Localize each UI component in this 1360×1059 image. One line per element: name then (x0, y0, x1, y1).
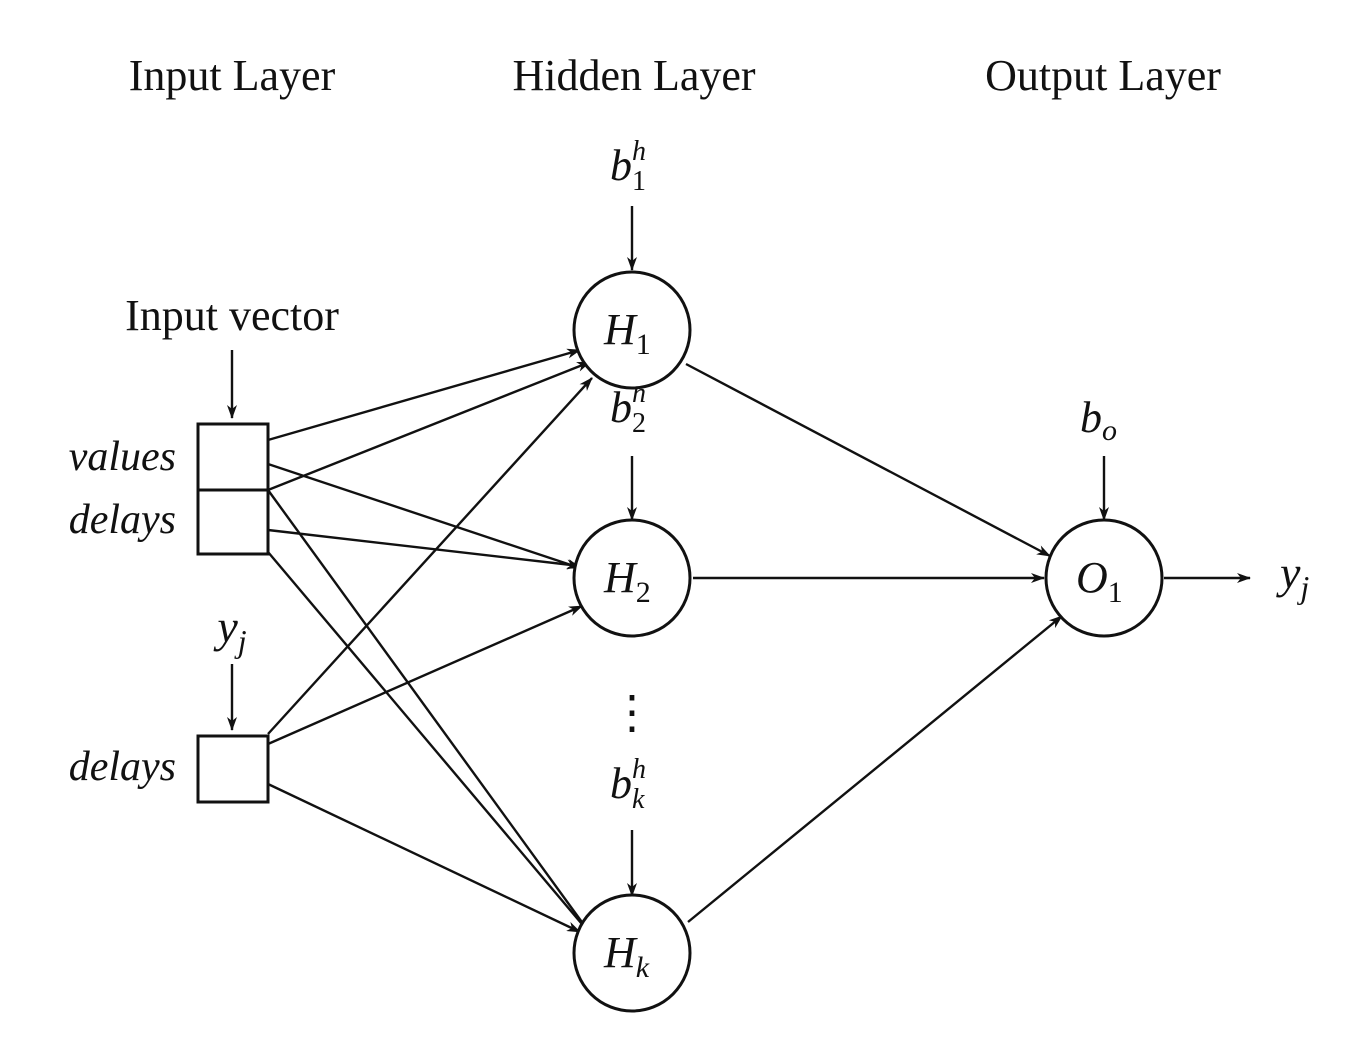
hidden-node-h2-circle (572, 518, 692, 638)
hidden-node-hk-label: Hk (603, 928, 650, 984)
edge-delays-hk-1 (267, 489, 593, 937)
hk-sub: k (636, 951, 650, 984)
output-node-o1-circle (1044, 518, 1164, 638)
edge-delays-h1 (267, 360, 591, 492)
hidden-node-hk-circle (572, 893, 692, 1013)
feedback-label-sub: j (234, 623, 247, 659)
bias-h1-base: b (610, 141, 632, 190)
output-signal-sub: j (1296, 569, 1309, 605)
bias-h2-base: b (610, 383, 632, 432)
h1-sub: 1 (636, 328, 651, 361)
h2-sub: 2 (636, 576, 651, 609)
bias-h1-sup: h (632, 136, 646, 167)
output-layer-title: Output Layer (985, 51, 1221, 100)
hidden-node-h2: H2 (572, 518, 692, 638)
bias-h2-sub: 2 (632, 408, 646, 439)
output-node-o1: O1 (1044, 518, 1164, 638)
edge-hk-o1 (687, 615, 1063, 923)
edge-h1-o1 (685, 362, 1051, 558)
output-bias-base: b (1080, 393, 1102, 442)
edge-fb-h2 (267, 604, 583, 746)
hidden-node-h2-label: H2 (603, 553, 651, 609)
values-label: values (69, 434, 176, 480)
hidden-node-h1-label: H1 (603, 305, 651, 361)
input-to-hidden-edges (267, 348, 593, 937)
edge-delays-h2 (267, 528, 581, 570)
bias-hk-sup: h (632, 754, 646, 785)
o1-base: O (1076, 553, 1108, 602)
hk-base: H (603, 928, 638, 977)
hidden-node-hk: Hk (572, 893, 692, 1013)
edge-fb-hk (267, 782, 581, 934)
bias-hk-base: b (610, 759, 632, 808)
delays-label-top: delays (69, 497, 176, 543)
delays-label-bottom: delays (69, 744, 176, 790)
output-signal-label: yj (1276, 547, 1309, 605)
input-box-values (196, 422, 270, 492)
o1-sub: 1 (1108, 576, 1123, 609)
output-bias-sub: o (1102, 414, 1117, 447)
hidden-ellipsis: ⋮ (609, 687, 655, 738)
h1-base: H (603, 305, 638, 354)
edge-values-h2 (267, 462, 581, 570)
bias-h1-sub: 1 (632, 166, 646, 197)
edge-fb-h1 (267, 377, 593, 735)
edge-values-h1 (267, 348, 581, 442)
hidden-node-h1-circle (572, 270, 692, 390)
input-box-feedback-delays (196, 734, 270, 804)
feedback-label: yj (213, 601, 246, 659)
output-node-o1-label: O1 (1076, 553, 1123, 609)
input-layer-title: Input Layer (129, 51, 336, 100)
edge-delays-hk-2 (267, 551, 593, 937)
input-box-delays (196, 488, 270, 556)
output-signal-base: y (1276, 547, 1301, 598)
feedback-label-base: y (213, 601, 238, 652)
hidden-node-h1: H1 (572, 270, 692, 390)
bias-hk-sub: k (632, 784, 645, 815)
input-vector-label: Input vector (125, 291, 339, 340)
hidden-layer-title: Hidden Layer (512, 51, 755, 100)
hidden-to-output-edges (685, 362, 1063, 923)
output-bias-label: bo (1080, 393, 1117, 447)
h2-base: H (603, 553, 638, 602)
